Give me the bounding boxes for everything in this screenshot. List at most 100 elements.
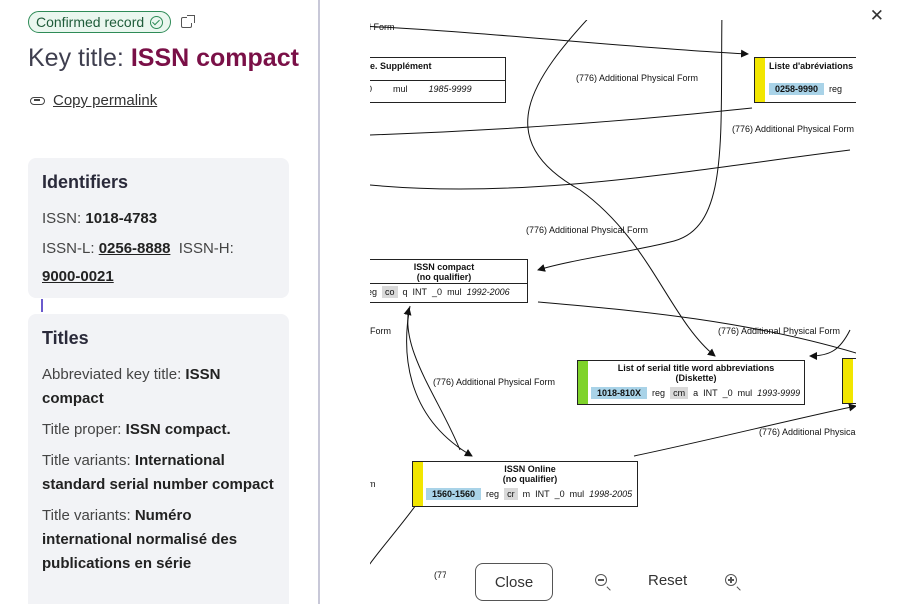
node-status-bar — [413, 462, 423, 506]
node-row: reg co q INT _0 mul 1992-2006 — [370, 283, 527, 300]
node-subtitle: (Diskette) — [675, 373, 717, 383]
title-item-value: Numéro international normalisé des publi… — [42, 507, 238, 572]
edge-label: Form — [370, 326, 391, 336]
node-title: ISSN compact(no qualifier) — [370, 260, 527, 283]
node-title-text: ISSN compact — [413, 262, 475, 272]
node-years: 1992-2006 — [466, 287, 510, 297]
issn-line: ISSN: 1018-4783 — [42, 207, 275, 231]
copy-permalink-label: Copy permalink — [53, 92, 158, 109]
identifiers-card: Identifiers ISSN: 1018-4783 ISSN-L: 0256… — [28, 158, 289, 298]
title-item: Title proper: ISSN compact. — [42, 418, 275, 442]
edge-label: (776) Additional Physical Form — [433, 377, 556, 387]
node-field: 0 — [370, 84, 372, 94]
node-field: m — [522, 488, 531, 499]
page-title-prefix: Key title: — [28, 44, 131, 72]
diagram-edges — [370, 20, 856, 565]
panel-divider[interactable] — [318, 0, 320, 604]
node-field: cr — [504, 487, 518, 500]
diagram-node-list-serial[interactable]: List of serial title word abbreviations(… — [577, 360, 805, 405]
copy-permalink-link[interactable]: Copy permalink — [30, 92, 157, 109]
titles-card: Titles Abbreviated key title: ISSN compa… — [28, 314, 289, 604]
issnl-line: ISSN-L: 0256-8888 ISSN-H: — [42, 237, 275, 261]
relationship-diagram[interactable]: érie. Supplément 0 mul 1985-9999 Liste d… — [370, 20, 856, 604]
status-badge-label: Confirmed record — [36, 14, 145, 30]
close-button[interactable]: Close — [475, 563, 553, 601]
node-subtitle: (no qualifier) — [416, 272, 472, 282]
edge-label: (776) Additional Physical Form — [718, 326, 841, 336]
node-title: Liste d'abréviations d — [769, 61, 856, 71]
node-field: mul — [447, 287, 462, 297]
diagram-node-supplement[interactable]: érie. Supplément 0 mul 1985-9999 — [370, 57, 506, 103]
status-badge: Confirmed record — [28, 11, 172, 33]
badge-row: Confirmed record — [28, 11, 196, 33]
node-title: ISSN Online(no qualifier) — [413, 462, 637, 485]
node-field: INT — [703, 387, 718, 398]
record-details-panel: Confirmed record Key title: ISSN compact… — [0, 0, 318, 604]
node-years: 1993-9999 — [757, 387, 801, 398]
external-link-icon[interactable] — [181, 15, 196, 29]
issn-label: ISSN: — [42, 210, 86, 227]
issnl-label: ISSN-L: — [42, 240, 99, 257]
zoom-out-icon[interactable] — [595, 574, 611, 591]
node-row: 1018-810X reg cm a INT _0 mul 1993-9999 — [578, 384, 804, 401]
identifiers-heading: Identifiers — [42, 172, 129, 192]
title-item-value: International standard serial number com… — [42, 452, 274, 493]
issnh-label: ISSN-H: — [178, 240, 234, 257]
edge-label: el Form — [370, 22, 395, 32]
issn-value: 1018-4783 — [85, 210, 158, 227]
node-row: 0 mul 1985-9999 — [370, 80, 505, 97]
node-field: a — [693, 387, 699, 398]
reset-button[interactable]: Reset — [648, 572, 688, 589]
node-status-bar — [755, 58, 765, 102]
issnl-link[interactable]: 0256-8888 — [98, 240, 171, 257]
node-years: 1998-2005 — [589, 488, 633, 499]
node-field: INT — [535, 488, 550, 499]
diagram-node-partial[interactable] — [842, 358, 856, 404]
node-field: q — [402, 287, 408, 297]
issnh-link[interactable]: 9000-0021 — [42, 268, 114, 285]
node-issn: 1018-810X — [591, 386, 648, 399]
node-field: mul — [737, 387, 753, 398]
diagram-node-liste[interactable]: Liste d'abréviations d 0258-9990 reg — [754, 57, 856, 103]
page-title-key: ISSN compact — [130, 44, 299, 72]
node-issn: 0258-9990 — [769, 82, 825, 95]
node-title: List of serial title word abbreviations(… — [578, 361, 804, 384]
viewer-controls: Close Reset — [446, 552, 780, 604]
diagram-node-compact[interactable]: ISSN compact(no qualifier) reg co q INT … — [370, 259, 528, 303]
diagram-viewer: ✕ — [320, 0, 906, 604]
title-item-label: Title proper: — [42, 421, 126, 438]
close-icon[interactable]: ✕ — [869, 6, 884, 25]
node-status-bar — [578, 361, 588, 404]
node-field: reg — [370, 287, 378, 297]
diagram-node-online[interactable]: ISSN Online(no qualifier) 1560-1560 reg … — [412, 461, 638, 507]
focus-indicator — [41, 299, 43, 312]
edge-label: (776 — [434, 570, 453, 580]
node-field: mul — [569, 488, 585, 499]
node-subtitle: (no qualifier) — [502, 474, 558, 484]
node-issn: 1560-1560 — [426, 487, 482, 500]
edge-label: (776) Additional Physical Form — [759, 427, 856, 437]
check-circle-icon — [150, 15, 164, 29]
node-field: INT — [412, 287, 428, 297]
title-item-value: ISSN compact — [42, 366, 221, 407]
node-field: reg — [829, 83, 843, 94]
node-row: 1560-1560 reg cr m INT _0 mul 1998-2005 — [413, 485, 637, 502]
title-item: Title variants: International standard s… — [42, 449, 275, 497]
issnh-line: 9000-0021 — [42, 265, 275, 289]
zoom-in-icon[interactable] — [725, 574, 741, 591]
title-item-label: Title variants: — [42, 452, 135, 469]
edge-label: m — [370, 479, 376, 489]
node-field: _0 — [432, 287, 443, 297]
node-title-text: ISSN Online — [504, 464, 556, 474]
node-row: 0258-9990 reg — [755, 80, 856, 97]
edge-label: (776) Additional Physical Form — [732, 124, 855, 134]
node-field: reg — [486, 488, 500, 499]
title-item: Abbreviated key title: ISSN compact — [42, 363, 275, 411]
node-field: reg — [652, 387, 666, 398]
page-title: Key title: ISSN compact — [28, 44, 299, 73]
node-field: co — [382, 286, 398, 298]
edge-label: (776) Additional Physical Form — [526, 225, 649, 235]
node-title: érie. Supplément — [370, 61, 432, 71]
title-item-label: Abbreviated key title: — [42, 366, 186, 383]
title-item-label: Title variants: — [42, 507, 135, 524]
